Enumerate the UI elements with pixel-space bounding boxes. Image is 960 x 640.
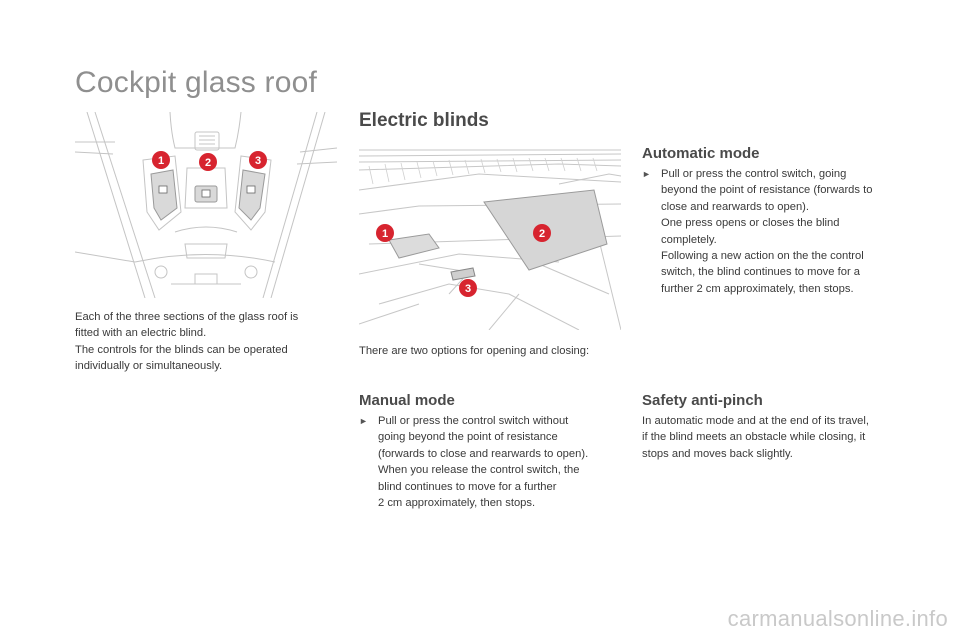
badge-2: 2: [199, 153, 217, 171]
intro-line: fitted with an electric blind.: [75, 327, 207, 340]
watermark: carmanualsonline.info: [727, 606, 948, 631]
manual-line: 2 cm approximately, then stops.: [378, 497, 536, 510]
safety-heading: Safety anti-pinch: [642, 392, 763, 409]
controls-illustration: 1 2 3: [75, 112, 337, 298]
manual-line: When you release the control switch, the: [378, 464, 580, 477]
automatic-line: Pull or press the control switch, going: [661, 168, 847, 180]
intro-paragraph: Each of the three sections of the glass …: [75, 309, 337, 375]
automatic-line: beyond the point of resistance (forwards…: [661, 184, 873, 197]
automatic-line: close and rearwards to open).: [661, 200, 810, 213]
automatic-mode-heading: Automatic mode: [642, 145, 760, 162]
svg-text:2: 2: [539, 228, 545, 240]
manual-mode-heading: Manual mode: [359, 392, 455, 409]
svg-text:1: 1: [158, 155, 164, 167]
intro-line: Each of the three sections of the glass …: [75, 311, 299, 323]
automatic-line: One press opens or closes the blind: [661, 217, 840, 230]
badge-3: 3: [459, 279, 477, 297]
automatic-line: switch, the blind continues to move for …: [661, 266, 860, 279]
manual-line: going beyond the point of resistance: [378, 431, 558, 444]
badge-2: 2: [533, 224, 551, 242]
arrow-bullet-icon: ►: [359, 416, 368, 426]
svg-text:3: 3: [255, 155, 261, 167]
safety-line: In automatic mode and at the end of its …: [642, 415, 869, 427]
electric-blinds-heading: Electric blinds: [359, 110, 489, 131]
badge-3: 3: [249, 151, 267, 169]
svg-text:2: 2: [205, 157, 211, 169]
manual-mode-text: ► Pull or press the control switch witho…: [359, 413, 629, 511]
manual-line: blind continues to move for a further: [378, 480, 557, 493]
safety-line: stops and moves back slightly.: [642, 447, 793, 460]
manual-line: Pull or press the control switch without: [378, 415, 569, 427]
automatic-line: further 2 cm approximately, then stops.: [661, 282, 854, 295]
manual-line: (forwards to close and rearwards to open…: [378, 447, 589, 460]
badge-1: 1: [152, 151, 170, 169]
intro-line: The controls for the blinds can be opera…: [75, 343, 288, 356]
automatic-line: Following a new action on the the contro…: [661, 250, 864, 263]
badge-1: 1: [376, 224, 394, 242]
automatic-line: completely.: [661, 233, 717, 246]
intro-line: individually or simultaneously.: [75, 360, 223, 373]
svg-text:1: 1: [382, 228, 388, 240]
blinds-caption: There are two options for opening and cl…: [359, 345, 590, 357]
roof-illustration: 1 2 3: [359, 144, 621, 330]
safety-line: if the blind meets an obstacle while clo…: [642, 431, 866, 444]
arrow-bullet-icon: ►: [642, 169, 651, 179]
svg-text:3: 3: [465, 283, 471, 295]
safety-text: In automatic mode and at the end of its …: [642, 413, 922, 462]
page-title: Cockpit glass roof: [75, 66, 318, 99]
automatic-mode-text: ► Pull or press the control switch, goin…: [642, 166, 912, 297]
